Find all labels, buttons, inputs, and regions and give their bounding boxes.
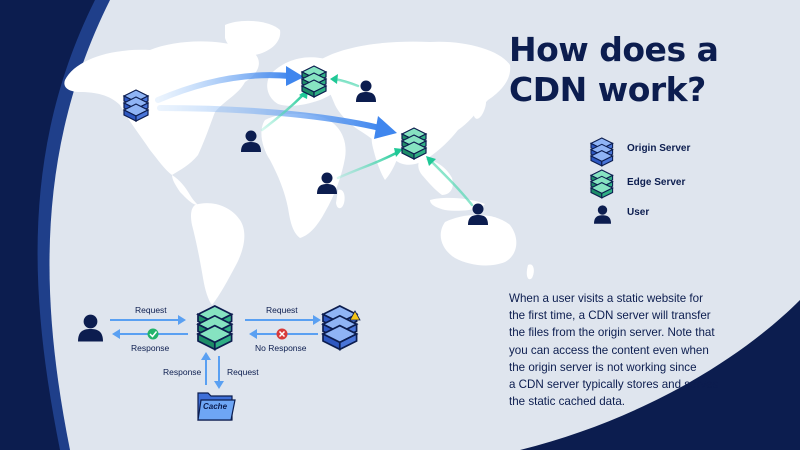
title-line-1: How does a bbox=[509, 30, 719, 69]
origin-server-icon bbox=[123, 89, 149, 122]
request-down-arrowhead bbox=[214, 381, 224, 389]
user-to-edge-arrowheads bbox=[299, 74, 436, 166]
japan-shape bbox=[473, 94, 487, 119]
request-left-arrowhead bbox=[178, 315, 186, 325]
indonesia-shape bbox=[430, 197, 485, 211]
madagascar-shape bbox=[336, 189, 345, 209]
description-line: the first time, a CDN server will transf… bbox=[509, 309, 711, 323]
edge-server-asia-icon bbox=[401, 127, 427, 160]
description-line: you can access the content even when bbox=[509, 343, 709, 357]
legend-edge-server-icon bbox=[590, 169, 614, 199]
new-zealand-shape bbox=[526, 264, 534, 280]
success-check-icon bbox=[147, 328, 159, 340]
flow-origin-server-icon bbox=[322, 305, 358, 351]
central-america-shape bbox=[172, 175, 198, 205]
origin-to-asia-arrowhead bbox=[374, 116, 397, 139]
flow-request-right-label: Request bbox=[266, 305, 298, 315]
flow-user-icon bbox=[78, 314, 103, 342]
response-left-arrowhead bbox=[112, 329, 120, 339]
origin-to-europe-arrowhead bbox=[286, 66, 304, 86]
flow-response-left-label: Response bbox=[131, 343, 170, 353]
edge-server-europe-icon bbox=[301, 65, 327, 98]
greenland-shape bbox=[225, 20, 281, 56]
legend-edge-server-label: Edge Server bbox=[627, 177, 686, 188]
response-up-arrowhead bbox=[201, 352, 211, 360]
origin-to-edge-arrows bbox=[155, 66, 397, 139]
flow-request-left-label: Request bbox=[135, 305, 167, 315]
southeast-asia-shape bbox=[418, 159, 453, 195]
description-line: the static cached data. bbox=[509, 395, 626, 409]
description-line: a CDN server typically stores and serves bbox=[509, 378, 719, 392]
australia-user-arrow bbox=[428, 158, 474, 207]
flow-response-down-label: Response bbox=[163, 367, 202, 377]
cache-folder-icon bbox=[197, 392, 236, 421]
legend-user-label: User bbox=[627, 207, 650, 218]
cache-label: Cache bbox=[203, 402, 228, 411]
description-line: When a user visits a static website for bbox=[509, 292, 703, 305]
origin-to-europe-arrow bbox=[155, 72, 293, 103]
description-line: the origin server is not working since bbox=[509, 360, 697, 374]
legend-origin-server-label: Origin Server bbox=[627, 143, 691, 154]
failure-x-icon bbox=[276, 328, 288, 340]
legend-user-icon bbox=[594, 205, 611, 224]
origin-warning-icon bbox=[349, 310, 361, 321]
south-america-shape bbox=[191, 203, 245, 305]
title-line-2: CDN work? bbox=[509, 70, 706, 109]
description-line: the files from the origin server. Note t… bbox=[509, 326, 715, 340]
origin-to-asia-arrow bbox=[157, 105, 383, 131]
page-title: How does a CDN work? bbox=[509, 30, 789, 110]
india-shape bbox=[371, 129, 400, 180]
flow-edge-server-icon bbox=[197, 305, 233, 351]
africa-user-arrow bbox=[260, 92, 306, 132]
flow-request-down-label: Request bbox=[227, 367, 259, 377]
no-response-arrowhead bbox=[249, 329, 257, 339]
user-to-edge-arrows bbox=[260, 77, 474, 207]
request-flow-diagram bbox=[78, 305, 361, 421]
flow-no-response-label: No Response bbox=[255, 343, 307, 353]
east-africa-user-arrow bbox=[336, 150, 400, 180]
user-africa-west-icon bbox=[241, 130, 261, 152]
asia-shape bbox=[320, 41, 511, 165]
legend-origin-server-icon bbox=[590, 137, 614, 167]
africa-shape bbox=[261, 113, 346, 238]
world-map bbox=[64, 20, 534, 305]
request-right-arrowhead bbox=[313, 315, 321, 325]
description-text: When a user visits a static website for … bbox=[509, 290, 794, 410]
australia-shape bbox=[440, 214, 517, 266]
